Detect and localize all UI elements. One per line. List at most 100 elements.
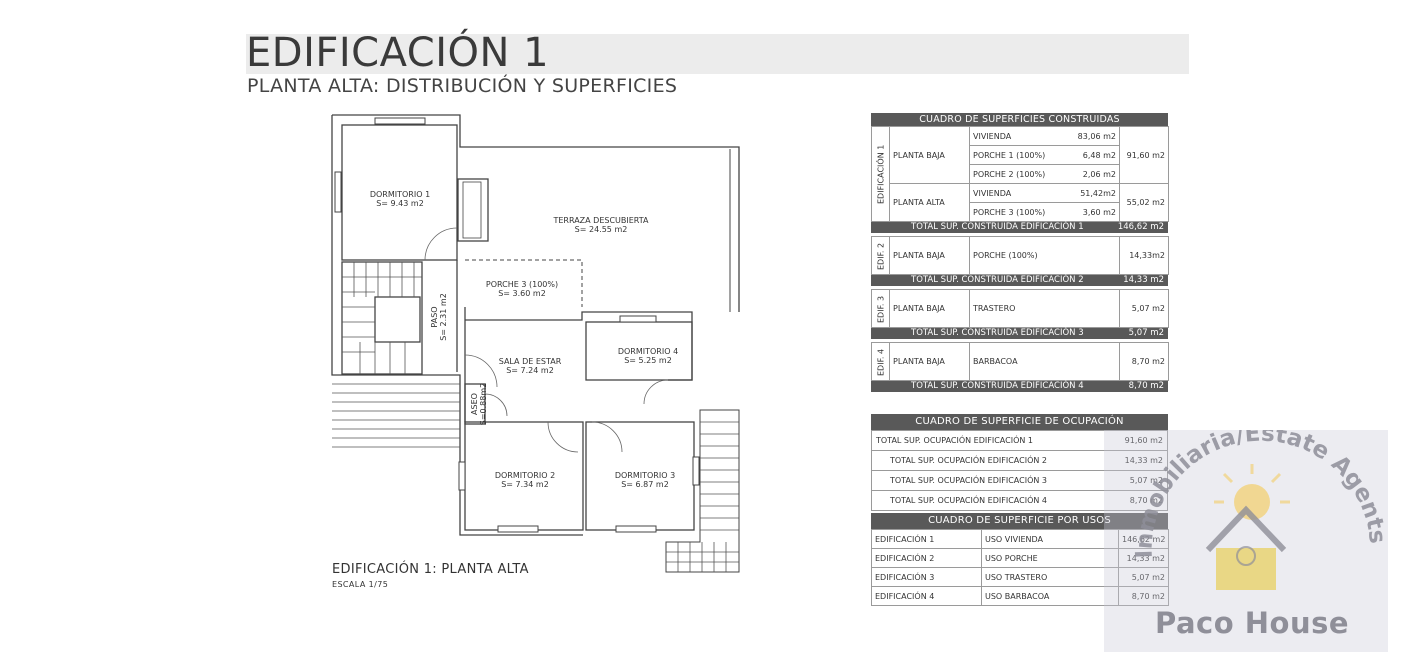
table-row: EDIF. 4 PLANTA BAJA BARBACOA 8,70 m2 xyxy=(871,342,1169,381)
edificacion-1-table: EDIFICACIÓN 1 PLANTA BAJA VIVIENDA 83,06… xyxy=(871,126,1169,222)
stair xyxy=(341,261,423,375)
uses-ed-cell: EDIFICACIÓN 3 xyxy=(871,567,982,587)
occupation-value: 8,70 m2 xyxy=(1129,496,1163,505)
edificacion-4-label: EDIF. 4 xyxy=(871,342,890,381)
total-value: 8,70 m2 xyxy=(1128,381,1164,391)
planta-alta-total: 55,02 m2 xyxy=(1119,183,1169,222)
area-cell: 83,06 m2 xyxy=(1051,126,1120,146)
edificacion-3-label: EDIF. 3 xyxy=(871,289,890,328)
uses-value-cell: 8,70 m2 xyxy=(1118,586,1169,606)
outer-wall xyxy=(332,114,740,312)
page-subtitle: PLANTA ALTA: DISTRIBUCIÓN Y SUPERFICIES xyxy=(247,75,678,97)
uses-ed-cell: EDIFICACIÓN 2 xyxy=(871,548,982,568)
uses-use-cell: USO PORCHE xyxy=(981,548,1119,568)
use-cell: VIVIENDA xyxy=(969,126,1052,146)
room-dormitorio-2-name: DORMITORIO 2 xyxy=(495,471,555,480)
occupation-table: CUADRO DE SUPERFICIE DE OCUPACIÓN TOTAL … xyxy=(871,414,1168,511)
wall-dormitorio-1 xyxy=(341,124,458,261)
outer-wall-left xyxy=(331,115,583,536)
door-d4 xyxy=(643,379,669,405)
room-dormitorio-1-name: DORMITORIO 1 xyxy=(370,190,430,199)
edificacion-4-table: EDIF. 4 PLANTA BAJA BARBACOA 8,70 m2 xyxy=(871,342,1169,381)
occupation-label: TOTAL SUP. OCUPACIÓN EDIFICACIÓN 3 xyxy=(890,476,1047,485)
occupation-label: TOTAL SUP. OCUPACIÓN EDIFICACIÓN 2 xyxy=(890,456,1047,465)
uses-title: CUADRO DE SUPERFICIE POR USOS xyxy=(871,513,1168,529)
built-areas-title: CUADRO DE SUPERFICIES CONSTRUIDAS xyxy=(871,113,1168,126)
watermark-logo: Inmobiliaria/Estate Agents xyxy=(1131,430,1388,590)
area-cell: 51,42m2 xyxy=(1051,183,1120,203)
area-cell: 14,33m2 xyxy=(1119,236,1169,275)
table-row: TOTAL SUP. OCUPACIÓN EDIFICACIÓN 2 14,33… xyxy=(872,451,1167,471)
uses-use-cell: USO VIVIENDA xyxy=(981,529,1119,549)
uses-table: CUADRO DE SUPERFICIE POR USOS EDIFICACIÓ… xyxy=(871,513,1169,606)
built-areas-table: CUADRO DE SUPERFICIES CONSTRUIDAS EDIFIC… xyxy=(871,113,1169,392)
window-d2-side xyxy=(458,461,466,491)
use-cell: PORCHE 1 (100%) xyxy=(969,145,1052,165)
total-edificacion-3: TOTAL SUP. CONSTRUIDA EDIFICACIÓN 3 5,07… xyxy=(871,328,1168,339)
uses-ed-cell: EDIFICACIÓN 1 xyxy=(871,529,982,549)
room-terraza-name: TERRAZA DESCUBIERTA xyxy=(552,216,649,225)
total-label: TOTAL SUP. CONSTRUIDA EDIFICACIÓN 3 xyxy=(911,328,1084,338)
use-cell: TRASTERO xyxy=(969,289,1120,328)
window-d3 xyxy=(615,525,657,533)
occupation-value: 91,60 m2 xyxy=(1124,436,1163,445)
table-row: TOTAL SUP. OCUPACIÓN EDIFICACIÓN 4 8,70 … xyxy=(872,491,1167,511)
window-d2 xyxy=(497,525,539,533)
uses-ed-cell: EDIFICACIÓN 4 xyxy=(871,586,982,606)
door-aseo xyxy=(484,393,508,417)
total-value: 5,07 m2 xyxy=(1128,328,1164,338)
door-d3 xyxy=(591,421,623,453)
total-edificacion-1: TOTAL SUP. CONSTRUIDA EDIFICACIÓN 1 146,… xyxy=(871,222,1168,233)
stair-well xyxy=(374,296,421,343)
edificacion-2-table: EDIF. 2 PLANTA BAJA PORCHE (100%) 14,33m… xyxy=(871,236,1169,275)
area-cell: 3,60 m2 xyxy=(1051,202,1120,222)
room-porche-3-area: S= 3.60 m2 xyxy=(498,289,546,298)
uses-use-cell: USO BARBACOA xyxy=(981,586,1119,606)
total-edificacion-2: TOTAL SUP. CONSTRUIDA EDIFICACIÓN 2 14,3… xyxy=(871,275,1168,286)
table-row: PLANTA ALTA VIVIENDA 51,42m2 55,02 m2 xyxy=(872,183,1169,222)
table-row: PORCHE 2 (100%) 2,06 m2 xyxy=(872,164,1169,184)
occupation-title: CUADRO DE SUPERFICIE DE OCUPACIÓN xyxy=(871,414,1168,430)
occupation-label: TOTAL SUP. OCUPACIÓN EDIFICACIÓN 1 xyxy=(876,436,1033,445)
area-cell: 6,48 m2 xyxy=(1051,145,1120,165)
window-d3-side xyxy=(692,456,700,486)
planta-label: PLANTA BAJA xyxy=(889,342,970,381)
window-d4 xyxy=(619,315,657,323)
room-porche-3-name: PORCHE 3 (100%) xyxy=(486,280,558,289)
wall-aseo xyxy=(464,383,486,425)
area-cell: 2,06 m2 xyxy=(1051,164,1120,184)
table-row: EDIFICACIÓN 1 PLANTA BAJA VIVIENDA 83,06… xyxy=(871,126,1169,222)
title-band xyxy=(246,34,1189,74)
table-row: TOTAL SUP. OCUPACIÓN EDIFICACIÓN 3 5,07 … xyxy=(872,471,1167,491)
room-paso-name: PASO xyxy=(430,306,439,327)
planta-label: PLANTA BAJA xyxy=(889,236,970,275)
watermark-name: Paco House xyxy=(1155,606,1350,640)
area-cell: 8,70 m2 xyxy=(1119,342,1169,381)
use-cell: PORCHE 3 (100%) xyxy=(969,202,1052,222)
window-d1-side xyxy=(334,171,342,213)
table-row: EDIF. 3 PLANTA BAJA TRASTERO 5,07 m2 xyxy=(871,289,1169,328)
total-label: TOTAL SUP. CONSTRUIDA EDIFICACIÓN 1 xyxy=(911,222,1084,232)
edificacion-3-table: EDIF. 3 PLANTA BAJA TRASTERO 5,07 m2 xyxy=(871,289,1169,328)
window-d1 xyxy=(374,117,426,125)
house-icon xyxy=(1205,505,1287,590)
plan-scale: ESCALA 1/75 xyxy=(332,580,389,589)
uses-grid: EDIFICACIÓN 1 USO VIVIENDA 146,62 m2 EDI… xyxy=(871,529,1169,606)
occupation-value: 14,33 m2 xyxy=(1124,456,1163,465)
room-aseo-name: ASEO xyxy=(470,393,479,415)
table-row: TOTAL SUP. OCUPACIÓN EDIFICACIÓN 1 91,60… xyxy=(872,431,1167,451)
room-dormitorio-2-area: S= 7.34 m2 xyxy=(501,480,549,489)
page-title: EDIFICACIÓN 1 xyxy=(246,30,550,76)
room-paso-area: S= 2.31 m2 xyxy=(439,293,448,341)
total-value: 14,33 m2 xyxy=(1123,275,1164,285)
planta-label: PLANTA BAJA xyxy=(889,289,970,328)
wall-column xyxy=(457,178,489,242)
table-row: EDIFICACIÓN 4 USO BARBACOA 8,70 m2 xyxy=(871,586,1169,606)
door-d1 xyxy=(424,227,458,261)
table-row: EDIFICACIÓN 3 USO TRASTERO 5,07 m2 xyxy=(871,567,1169,587)
occupation-rows: TOTAL SUP. OCUPACIÓN EDIFICACIÓN 1 91,60… xyxy=(871,430,1168,511)
room-dormitorio-3-name: DORMITORIO 3 xyxy=(615,471,675,480)
planta-baja-total: 91,60 m2 xyxy=(1119,126,1169,184)
table-row: EDIFICACIÓN 2 USO PORCHE 14,33 m2 xyxy=(871,548,1169,568)
use-cell: PORCHE (100%) xyxy=(969,236,1120,275)
